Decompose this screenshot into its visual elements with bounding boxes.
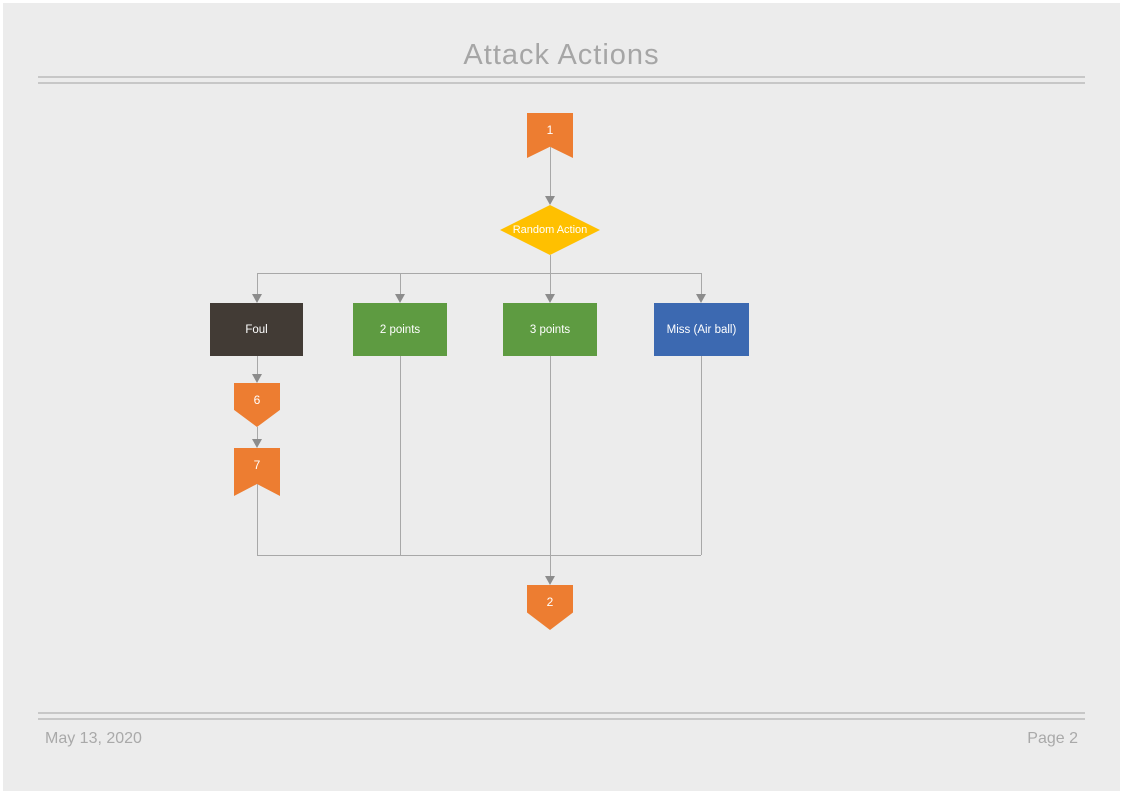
connector-line	[550, 147, 551, 197]
arrowhead-icon	[252, 439, 262, 448]
connector-line	[257, 555, 701, 556]
connector-line	[257, 427, 258, 440]
node-label: 6	[253, 393, 261, 407]
connector-line	[257, 484, 258, 555]
page-title: Attack Actions	[463, 39, 660, 71]
arrowhead-icon	[395, 294, 405, 303]
node-three-points[interactable]: 3 points	[503, 303, 597, 356]
node-two-points[interactable]: 2 points	[353, 303, 447, 356]
node-miss-air-ball[interactable]: Miss (Air ball)	[654, 303, 749, 356]
connector-line	[400, 273, 401, 295]
node-label: Miss (Air ball)	[666, 323, 737, 336]
arrowhead-icon	[545, 294, 555, 303]
connector-line	[257, 273, 258, 295]
header-rule	[38, 76, 1085, 84]
node-decision[interactable]: Random Action	[500, 205, 600, 255]
footer-date: May 13, 2020	[45, 730, 142, 747]
connector-line	[257, 356, 258, 375]
connector-line	[550, 356, 551, 576]
node-label: 7	[253, 458, 261, 472]
arrowhead-icon	[252, 294, 262, 303]
connector-line	[701, 273, 702, 295]
node-label: 3 points	[529, 323, 571, 336]
arrowhead-icon	[545, 576, 555, 585]
footer-page-number: Page 2	[1027, 730, 1078, 747]
connector-line	[400, 356, 401, 555]
node-label: Foul	[245, 323, 268, 336]
arrowhead-icon	[696, 294, 706, 303]
node-end-connector[interactable]: 2	[527, 585, 573, 630]
connector-line	[550, 273, 551, 295]
node-label: 2 points	[379, 323, 421, 336]
footer-rule	[38, 712, 1085, 720]
node-label: Random Action	[512, 224, 588, 236]
connector-line	[701, 356, 702, 555]
node-foul[interactable]: Foul	[210, 303, 303, 356]
node-label: 2	[546, 595, 554, 609]
arrowhead-icon	[252, 374, 262, 383]
connector-line	[257, 273, 701, 274]
node-label: 1	[546, 123, 554, 137]
arrowhead-icon	[545, 196, 555, 205]
connector-line	[550, 255, 551, 273]
node-connector-6[interactable]: 6	[234, 383, 280, 427]
